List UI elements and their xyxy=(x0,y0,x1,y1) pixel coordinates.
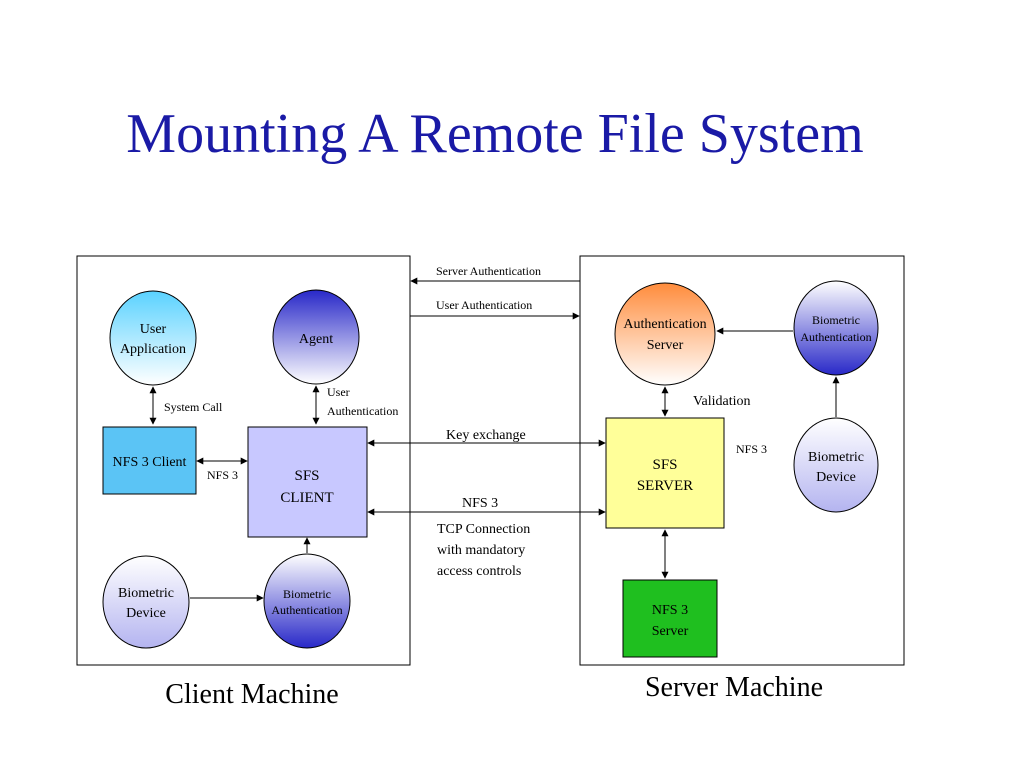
nfs3-server-node: NFS 3 Server xyxy=(622,579,718,658)
user-auth-label-2: Authentication xyxy=(327,404,398,418)
tcp-label-1: TCP Connection xyxy=(437,522,530,537)
sfs-server-label-1: SFS xyxy=(652,457,677,473)
server-biometric-auth-node: Biometric Authentication xyxy=(793,280,879,376)
server-biometric-auth-label-1: Biometric xyxy=(812,313,860,327)
client-biometric-auth-node: Biometric Authentication xyxy=(263,553,351,649)
user-application-node: User Application xyxy=(109,290,197,386)
server-biometric-device-node: Biometric Device xyxy=(793,417,879,513)
system-call-label: System Call xyxy=(164,400,223,414)
sfs-server-label-2: SERVER xyxy=(637,478,693,494)
user-application-label-2: Application xyxy=(120,342,186,357)
client-biometric-device-label-2: Device xyxy=(126,606,166,621)
nfs3-client-node: NFS 3 Client xyxy=(102,426,197,495)
tcp-label-2: with mandatory xyxy=(437,543,525,558)
nfs3-server-label-2: Server xyxy=(652,624,689,639)
client-biometric-auth-label-2: Authentication xyxy=(271,603,342,617)
sfs-server-node: SFS SERVER xyxy=(605,417,725,529)
key-exchange-label: Key exchange xyxy=(446,428,526,443)
slide-title: Mounting A Remote File System xyxy=(126,103,864,165)
server-biometric-device-label-2: Device xyxy=(816,470,856,485)
server-machine-frame xyxy=(579,255,905,666)
server-nfs3-label: NFS 3 xyxy=(736,442,767,456)
auth-server-node: Authentication Server xyxy=(614,282,716,386)
server-biometric-device-label-1: Biometric xyxy=(808,450,864,465)
auth-server-label-2: Server xyxy=(647,338,684,353)
nfs3-client-link-label: NFS 3 xyxy=(207,468,238,482)
nfs3-client-label: NFS 3 Client xyxy=(113,455,187,470)
agent-node: Agent xyxy=(272,289,360,385)
user-auth-label-1: User xyxy=(327,385,350,399)
sfs-client-label-2: CLIENT xyxy=(280,490,333,506)
client-machine-caption: Client Machine xyxy=(165,679,338,710)
auth-server-label-1: Authentication xyxy=(623,317,706,332)
sfs-client-label-1: SFS xyxy=(294,468,319,484)
nfs3-server-label-1: NFS 3 xyxy=(652,603,688,618)
nfs3-link-label: NFS 3 xyxy=(462,496,498,511)
client-machine-frame xyxy=(76,255,411,666)
user-auth-link-label: User Authentication xyxy=(436,298,532,312)
user-application-label-1: User xyxy=(140,322,167,337)
client-biometric-device-label-1: Biometric xyxy=(118,586,174,601)
validation-label: Validation xyxy=(693,394,751,409)
server-biometric-auth-label-2: Authentication xyxy=(800,330,871,344)
sfs-client-node: SFS CLIENT xyxy=(247,426,368,538)
server-machine-caption: Server Machine xyxy=(645,672,823,703)
tcp-label-3: access controls xyxy=(437,564,521,579)
client-biometric-device-node: Biometric Device xyxy=(102,555,190,649)
server-auth-label: Server Authentication xyxy=(436,264,541,278)
client-biometric-auth-label-1: Biometric xyxy=(283,587,331,601)
agent-label: Agent xyxy=(299,332,333,347)
